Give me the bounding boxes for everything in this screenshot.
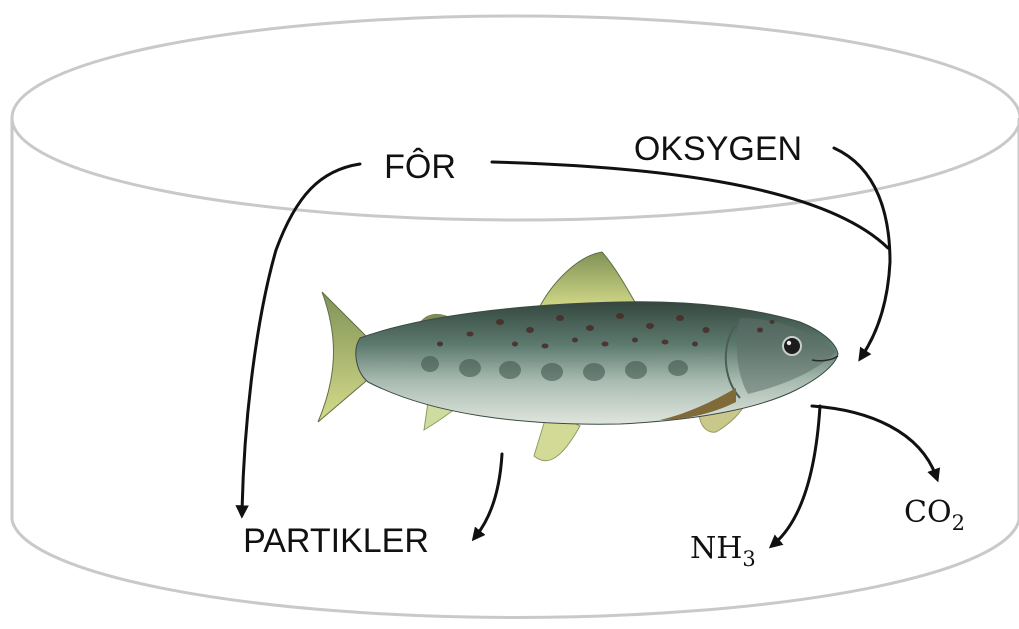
label-ammonia-base: NH: [690, 531, 742, 566]
fish-eye: [783, 337, 801, 355]
label-carbon-dioxide-base: CO: [904, 495, 952, 530]
tank-bottom: [12, 520, 1019, 617]
arrow-fish-to-co2: [812, 406, 936, 476]
label-oxygen: OKSYGEN: [634, 130, 802, 168]
trout-fish-icon: [318, 252, 838, 461]
fish-eye-highlight: [787, 341, 791, 345]
arrow-oxygen-to-fish: [834, 148, 890, 356]
label-feed: FÔR: [384, 148, 456, 186]
label-carbon-dioxide: CO2: [904, 495, 965, 535]
arrow-fish-to-nh3: [774, 406, 820, 544]
arrow-fish-to-particles: [476, 454, 502, 536]
arrow-feed-to-fish: [492, 162, 888, 248]
label-ammonia: NH3: [690, 531, 756, 571]
label-carbon-dioxide-subscript: 2: [952, 511, 965, 535]
tank-rim: [12, 16, 1019, 220]
label-particles: PARTIKLER: [243, 522, 429, 560]
label-ammonia-subscript: 3: [742, 547, 755, 571]
fish-dorsal-fin: [538, 252, 636, 310]
